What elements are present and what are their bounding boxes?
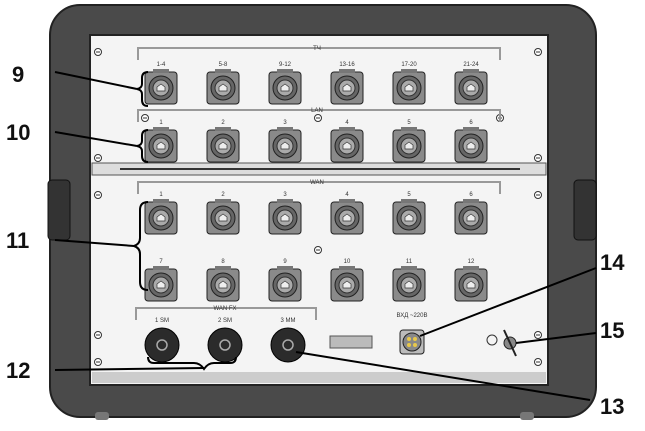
port-label: 5: [407, 192, 411, 198]
screw-icon: [534, 191, 542, 199]
case-foot-left: [95, 412, 109, 420]
tch-port[interactable]: [330, 69, 364, 105]
case-foot-right: [520, 412, 534, 420]
lan-port[interactable]: [144, 127, 178, 163]
port-label: 4: [345, 120, 349, 126]
port-label: 2: [221, 120, 225, 126]
screw-icon: [534, 154, 542, 162]
tch-port[interactable]: [392, 69, 426, 105]
fiber-port[interactable]: [144, 327, 180, 363]
screw-icon: [534, 331, 542, 339]
wan-port[interactable]: [392, 199, 426, 235]
wan-port[interactable]: [268, 266, 302, 302]
callout-14: 14: [600, 250, 625, 275]
ground-terminal[interactable]: [503, 329, 517, 357]
callout-15: 15: [600, 318, 624, 343]
ground-icon: [486, 334, 498, 346]
group-title-tch: ТЧ: [313, 46, 321, 52]
port-label: 11: [406, 259, 413, 265]
port-label: 1: [159, 192, 163, 198]
tch-port[interactable]: [268, 69, 302, 105]
port-label: 13-16: [339, 62, 355, 68]
port-label: 1-4: [157, 62, 166, 68]
callout-13: 13: [600, 394, 624, 419]
port-label: 1 SM: [155, 318, 169, 324]
group-title-wan: WAN: [310, 180, 324, 186]
wan-port[interactable]: [268, 199, 302, 235]
wan-port[interactable]: [392, 266, 426, 302]
callout-10: 10: [6, 120, 30, 145]
port-label: 2 SM: [218, 318, 232, 324]
power-label: ВХД ~220В: [397, 313, 428, 319]
lan-port[interactable]: [454, 127, 488, 163]
handle-left[interactable]: [47, 179, 71, 241]
port-label: 9: [283, 259, 287, 265]
panel-bottom-strip: [92, 372, 546, 383]
tch-port[interactable]: [144, 69, 178, 105]
port-label: 6: [469, 120, 473, 126]
screw-icon: [94, 48, 102, 56]
port-label: 7: [159, 259, 163, 265]
port-label: 5-8: [219, 62, 228, 68]
port-label: 10: [344, 259, 351, 265]
screw-icon: [534, 48, 542, 56]
nameplate: [329, 335, 373, 349]
wan-port[interactable]: [206, 266, 240, 302]
lan-port[interactable]: [268, 127, 302, 163]
wan-port[interactable]: [454, 266, 488, 302]
fiber-port[interactable]: [270, 327, 306, 363]
screw-icon: [534, 358, 542, 366]
handle-right[interactable]: [573, 179, 597, 241]
callout-12: 12: [6, 358, 30, 383]
wan-port[interactable]: [144, 266, 178, 302]
port-label: 12: [468, 259, 475, 265]
group-title-lan: LAN: [311, 108, 323, 114]
lan-port[interactable]: [206, 127, 240, 163]
screw-icon: [94, 154, 102, 162]
tch-port[interactable]: [454, 69, 488, 105]
port-label: 4: [345, 192, 349, 198]
port-label: 2: [221, 192, 225, 198]
wan-port[interactable]: [330, 266, 364, 302]
port-label: 6: [469, 192, 473, 198]
screw-icon: [314, 246, 322, 254]
lan-port[interactable]: [392, 127, 426, 163]
group-title-wan-fx: WAN FX: [213, 306, 236, 312]
fiber-port[interactable]: [207, 327, 243, 363]
port-label: 17-20: [401, 62, 417, 68]
port-label: 9-12: [279, 62, 292, 68]
screw-icon: [94, 358, 102, 366]
wan-port[interactable]: [330, 199, 364, 235]
screw-icon: [94, 191, 102, 199]
callout-9: 9: [12, 62, 24, 87]
port-label: 1: [159, 120, 163, 126]
screw-icon: [314, 114, 322, 122]
lan-port[interactable]: [330, 127, 364, 163]
port-label: 3: [283, 192, 287, 198]
wan-port[interactable]: [206, 199, 240, 235]
port-label: 21-24: [463, 62, 479, 68]
screw-icon: [141, 114, 149, 122]
tch-port[interactable]: [206, 69, 240, 105]
port-label: 3 MM: [281, 318, 296, 324]
screw-icon: [94, 331, 102, 339]
wan-port[interactable]: [144, 199, 178, 235]
port-label: 3: [283, 120, 287, 126]
wan-port[interactable]: [454, 199, 488, 235]
port-label: 5: [407, 120, 411, 126]
callout-11: 11: [6, 228, 29, 253]
port-label: 8: [221, 259, 225, 265]
